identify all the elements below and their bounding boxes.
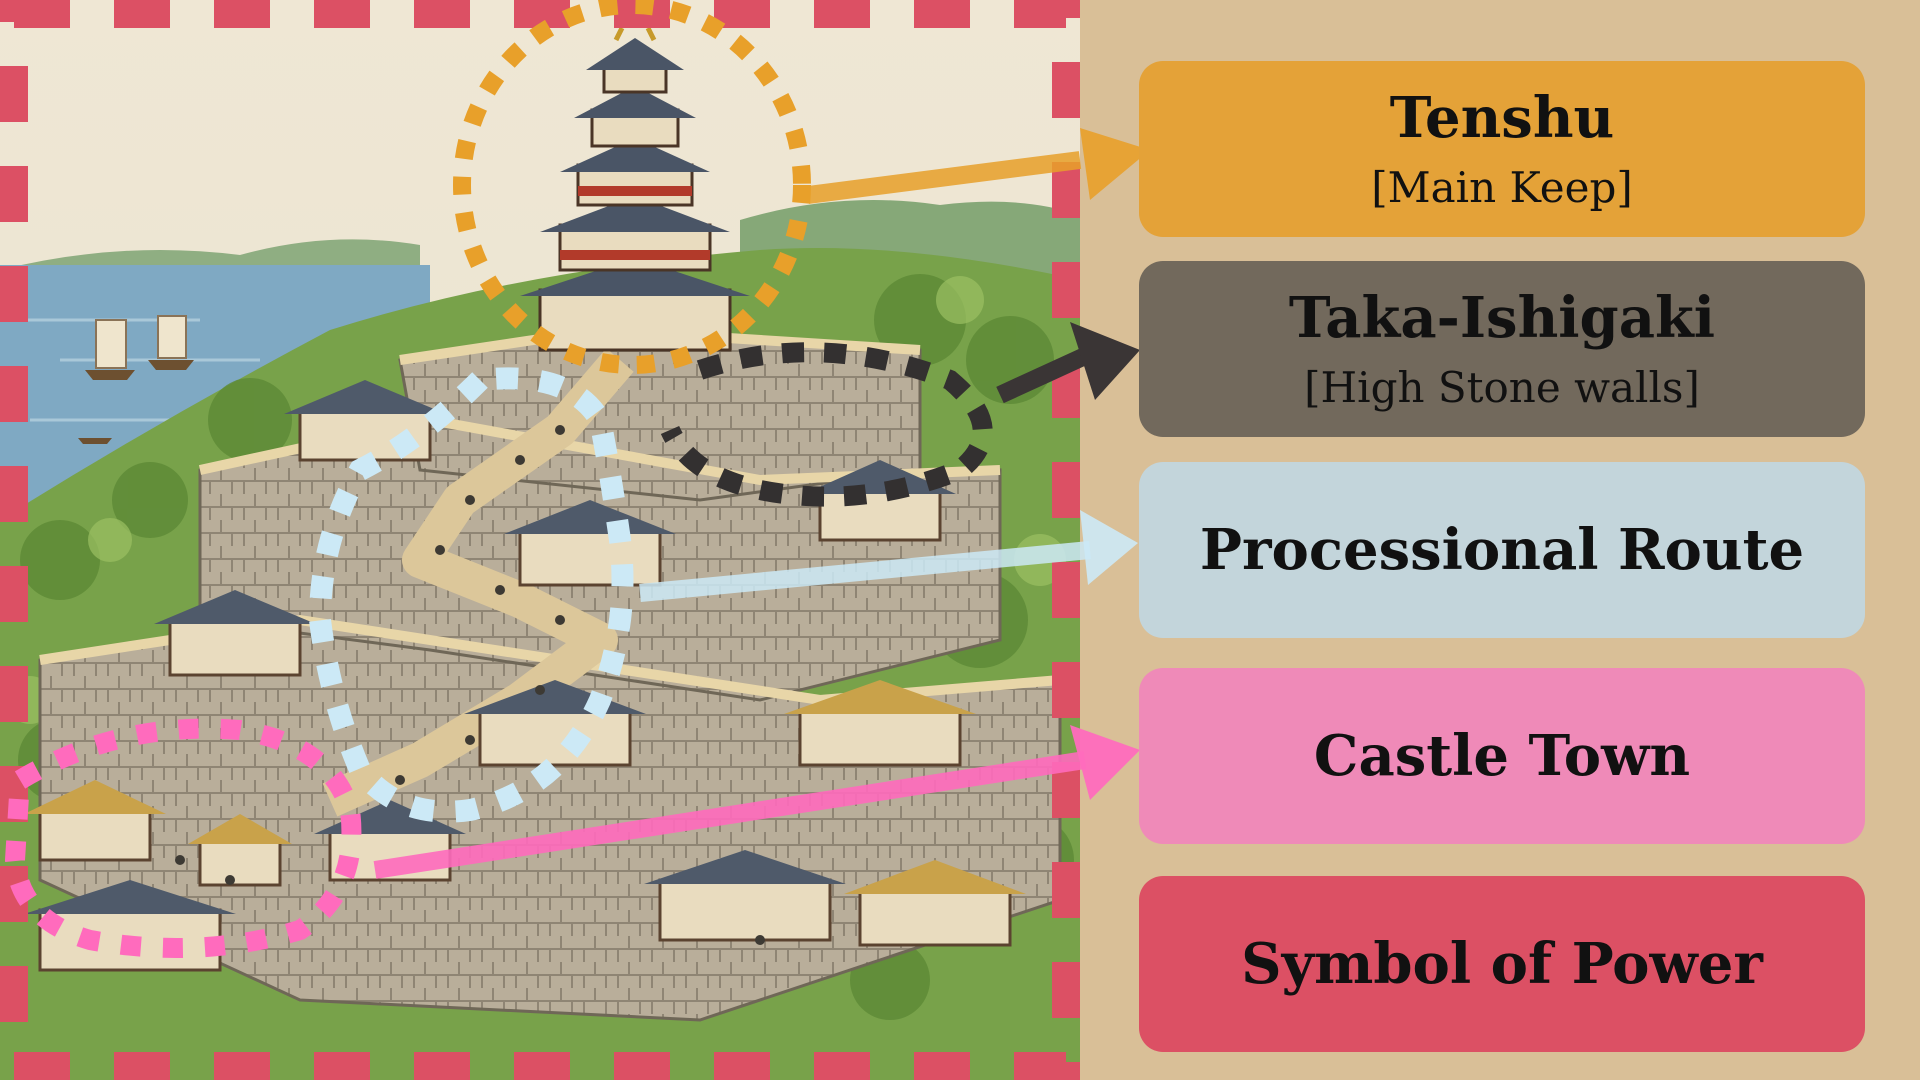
label-castle-town: Castle Town: [1139, 668, 1865, 844]
label-taka-ishigaki: Taka-Ishigaki [High Stone walls]: [1139, 261, 1865, 437]
label-symbol-of-power: Symbol of Power: [1139, 876, 1865, 1052]
label-tenshu-title: Tenshu: [1389, 85, 1615, 151]
label-tenshu: Tenshu [Main Keep]: [1139, 61, 1865, 237]
label-castle-town-title: Castle Town: [1313, 723, 1691, 789]
label-taka-ishigaki-title: Taka-Ishigaki: [1288, 285, 1716, 351]
label-tenshu-subtitle: [Main Keep]: [1371, 163, 1633, 212]
label-taka-ishigaki-subtitle: [High Stone walls]: [1304, 363, 1700, 412]
label-panel: Tenshu [Main Keep] Taka-Ishigaki [High S…: [1139, 0, 1865, 1080]
castle-illustration: [0, 0, 1080, 1080]
label-processional-route: Processional Route: [1139, 462, 1865, 638]
label-processional-route-title: Processional Route: [1199, 517, 1805, 583]
label-symbol-of-power-title: Symbol of Power: [1241, 931, 1763, 997]
